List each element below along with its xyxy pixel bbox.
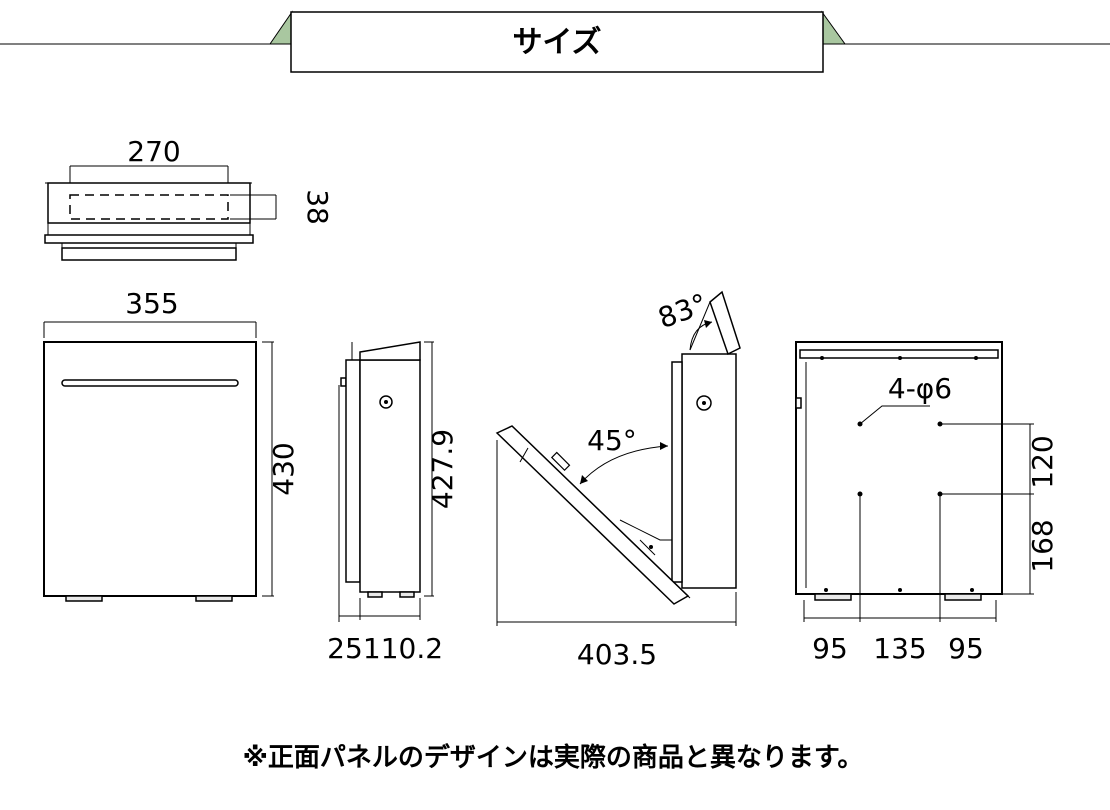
- right-offset-label: 95: [948, 632, 984, 665]
- mount-hole: [857, 491, 863, 497]
- side-view: 427.9 25 110.2: [327, 341, 459, 665]
- front-height-label: 430: [267, 442, 300, 495]
- back-view: 4-φ6 120 168 95 135 95: [795, 341, 1059, 665]
- side-offset-label: 25: [327, 632, 363, 665]
- side-lid: [359, 341, 421, 361]
- door-angle-label: 45°: [587, 424, 637, 457]
- front-width-label: 355: [125, 287, 178, 320]
- door-handle: [550, 451, 571, 472]
- mail-slot-outline: [69, 194, 229, 220]
- open-length-label: 403.5: [577, 638, 657, 671]
- holes-label: 4-φ6: [888, 372, 952, 405]
- side-depth-label: 110.2: [363, 632, 443, 665]
- mail-slot: [61, 379, 239, 387]
- banner-left-accent: [269, 10, 293, 45]
- front-view: 355 430: [43, 287, 300, 602]
- banner-right-accent: [821, 10, 846, 45]
- mount-hole: [937, 491, 943, 497]
- left-offset-label: 95: [812, 632, 848, 665]
- top-width-label: 270: [127, 135, 180, 168]
- mount-hole: [937, 421, 943, 427]
- page-title: サイズ: [512, 25, 601, 60]
- lid-angle-label: 83°: [654, 287, 712, 335]
- side-height-label: 427.9: [426, 429, 459, 509]
- top-view: 270 38: [44, 135, 334, 261]
- top-depth-label: 38: [301, 189, 334, 225]
- open-view: 45° 83° 403.5: [495, 287, 741, 671]
- header-banner: サイズ: [0, 10, 1110, 73]
- vertical-spacing-label: 120: [1026, 435, 1059, 488]
- open-lid: [709, 290, 741, 356]
- title-box: [290, 11, 824, 73]
- footer-note: ※正面パネルのデザインは実際の商品と異なります。: [243, 742, 864, 773]
- bottom-offset-label: 168: [1026, 519, 1059, 572]
- center-spacing-label: 135: [873, 632, 926, 665]
